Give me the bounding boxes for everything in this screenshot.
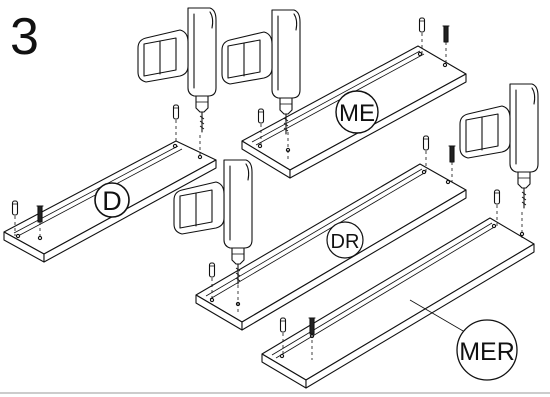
board-mer bbox=[261, 189, 535, 389]
screw bbox=[442, 25, 450, 43]
dowel bbox=[257, 108, 265, 124]
dowel bbox=[208, 262, 216, 278]
screw bbox=[448, 145, 456, 163]
part-label-me: ME bbox=[335, 90, 379, 134]
screw bbox=[36, 205, 44, 223]
dowel bbox=[422, 135, 430, 151]
dowel bbox=[493, 189, 501, 205]
drill-icon bbox=[459, 83, 539, 209]
part-label-d: D bbox=[94, 182, 130, 218]
dowel bbox=[172, 104, 180, 120]
dowel bbox=[279, 317, 287, 333]
step-number: 3 bbox=[10, 8, 39, 66]
screw bbox=[308, 317, 316, 335]
dowel bbox=[11, 200, 19, 216]
part-label-dr: DR bbox=[326, 221, 364, 259]
part-label-mer: MER bbox=[456, 319, 518, 381]
svg-text:D: D bbox=[102, 186, 122, 216]
dowel bbox=[418, 17, 426, 33]
svg-text:MER: MER bbox=[459, 338, 515, 366]
svg-text:DR: DR bbox=[331, 231, 360, 253]
svg-text:ME: ME bbox=[339, 100, 375, 127]
